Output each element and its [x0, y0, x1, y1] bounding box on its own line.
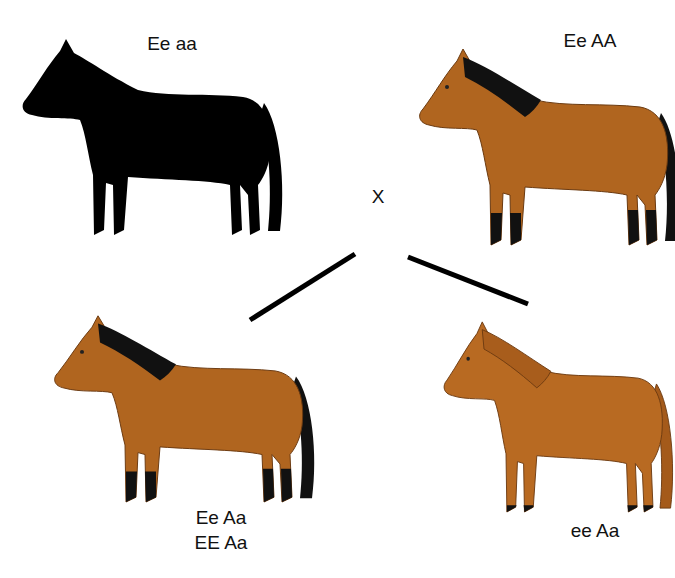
cross-line	[408, 257, 528, 304]
chestnut-horse	[444, 322, 672, 512]
genotype-label: Ee AA	[564, 30, 617, 53]
black-horse	[23, 39, 283, 235]
genotype-label: ee Aa	[571, 520, 620, 543]
cross-symbol: X	[372, 186, 385, 209]
genotype-label: EE Aa	[195, 532, 248, 555]
cross-line	[250, 254, 355, 320]
bay-horse	[55, 316, 315, 502]
genotype-label: Ee Aa	[196, 507, 247, 530]
bay-horse	[420, 49, 675, 245]
genotype-label: Ee aa	[147, 33, 197, 56]
